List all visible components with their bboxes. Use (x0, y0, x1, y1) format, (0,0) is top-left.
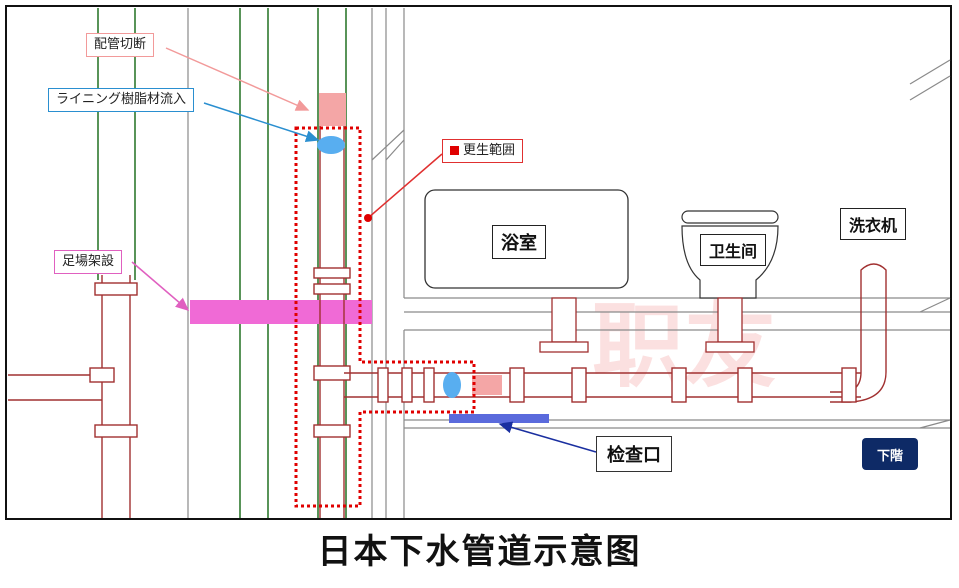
main-stack-pipe (313, 126, 351, 518)
renewal-range-leader (367, 153, 443, 219)
scaffold-arrow (131, 261, 190, 311)
resin-inflow-marker (317, 136, 345, 154)
frame-border (5, 5, 952, 520)
left-vertical-pipe (94, 275, 138, 518)
washer-drain (830, 263, 887, 403)
pipe-cut-arrow (165, 47, 310, 111)
bathroom-label: 浴室 (492, 225, 546, 259)
inspection-port-label: 检查口 (596, 436, 672, 472)
pipe-cut-marker (319, 93, 346, 126)
scaffold-band (190, 300, 372, 324)
red-square-icon (450, 146, 459, 155)
renewal-range-label: 更生範囲 (442, 139, 524, 163)
resin-inflow-marker-lower (443, 372, 461, 398)
scaffold-label: 足場架設 (54, 250, 123, 274)
renewal-range-text: 更生範囲 (463, 143, 516, 158)
resin-inflow-label: ライニング樹脂材流入 (48, 88, 195, 112)
inspection-port-bar (449, 414, 549, 423)
green-walls (97, 8, 347, 518)
horizontal-drain-pipe (344, 367, 861, 403)
cut-segment-marker (472, 375, 502, 395)
left-horizontal-pipe (8, 367, 115, 401)
resin-inflow-arrow (203, 102, 320, 143)
renewal-range-dot (364, 214, 372, 222)
diagram-caption: 日本下水管道示意图 (317, 532, 642, 572)
fixture-drops (539, 297, 755, 353)
washer-label: 洗衣机 (840, 208, 907, 240)
inspection-arrow (498, 421, 597, 453)
pipe-cut-label: 配管切断 (86, 33, 155, 57)
renewal-range-outline (294, 126, 476, 508)
downstairs-badge: 下階 (862, 438, 918, 470)
toilet-label: 卫生间 (700, 234, 767, 266)
